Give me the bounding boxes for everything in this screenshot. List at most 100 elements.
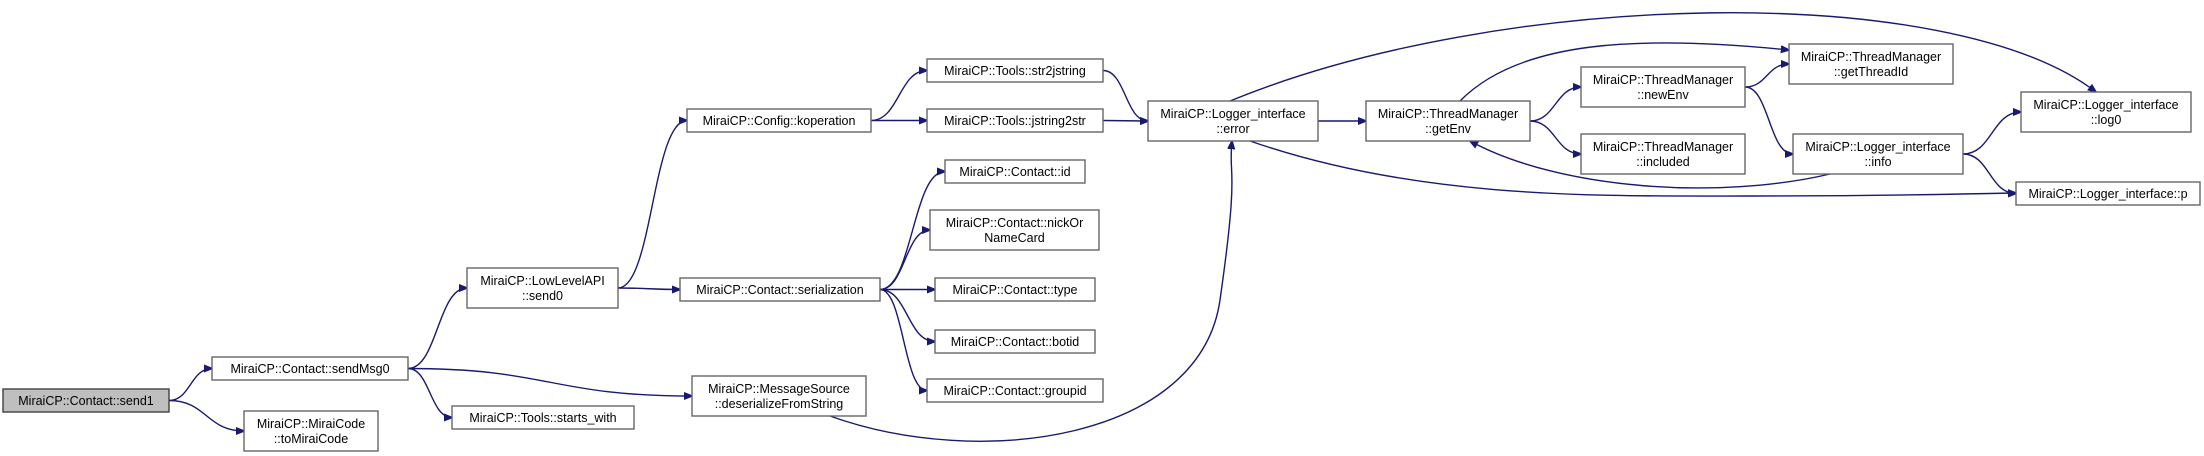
node-box-info: [1792, 133, 1964, 175]
node-label-botid-0: MiraiCP::Contact::botid: [951, 335, 1080, 349]
node-box-type: [934, 277, 1096, 302]
edge-error-to-p: [1249, 140, 2016, 196]
node-label-nickOrNameCard-0: MiraiCP::Contact::nickOr: [946, 216, 1084, 230]
node-botid[interactable]: MiraiCP::Contact::botid: [934, 329, 1096, 354]
edge-send1-to-toMiraiCode: [168, 399, 244, 432]
edge-koperation-to-str2jstring: [870, 71, 927, 122]
edge-getEnv-to-newEnv: [1529, 87, 1581, 122]
node-starts_with[interactable]: MiraiCP::Tools::starts_with: [451, 405, 635, 430]
node-label-send0-0: MiraiCP::LowLevelAPI: [480, 274, 604, 288]
edge-error-to-log0: [1229, 12, 2096, 102]
edge-serialization-to-botid: [879, 288, 935, 342]
node-box-send0: [466, 267, 619, 309]
node-newEnv[interactable]: MiraiCP::ThreadManager::newEnv: [1580, 66, 1746, 108]
node-p[interactable]: MiraiCP::Logger_interface::p: [2015, 181, 2201, 206]
node-label-included-1: ::included: [1636, 155, 1690, 169]
node-getThreadId[interactable]: MiraiCP::ThreadManager::getThreadId: [1788, 43, 1954, 85]
node-box-getThreadId: [1788, 43, 1954, 85]
node-label-type-0: MiraiCP::Contact::type: [952, 283, 1077, 297]
node-error[interactable]: MiraiCP::Logger_interface::error: [1147, 100, 1319, 142]
edge-getEnv-to-included: [1529, 120, 1581, 154]
node-label-newEnv-0: MiraiCP::ThreadManager: [1593, 73, 1733, 87]
node-label-info-1: ::info: [1864, 155, 1891, 169]
nodes-layer: MiraiCP::Contact::send1 MiraiCP::Contact:…: [2, 43, 2201, 452]
node-box-included: [1580, 133, 1746, 175]
node-label-send0-1: ::send0: [522, 289, 563, 303]
node-box-p: [2015, 181, 2201, 206]
edge-sendMsg0-to-starts_with: [407, 367, 452, 418]
node-getEnv[interactable]: MiraiCP::ThreadManager::getEnv: [1365, 100, 1531, 142]
node-koperation[interactable]: MiraiCP::Config::koperation: [686, 108, 872, 133]
node-str2jstring[interactable]: MiraiCP::Tools::str2jstring: [926, 58, 1104, 83]
node-box-botid: [934, 329, 1096, 354]
node-label-toMiraiCode-1: ::toMiraiCode: [274, 432, 348, 446]
edge-jstring2str-to-error: [1102, 121, 1148, 122]
node-log0[interactable]: MiraiCP::Logger_interface::log0: [2020, 91, 2192, 133]
node-box-groupid: [926, 378, 1104, 403]
node-label-str2jstring-0: MiraiCP::Tools::str2jstring: [944, 64, 1086, 78]
node-label-toMiraiCode-0: MiraiCP::MiraiCode: [257, 417, 365, 431]
node-box-sendMsg0: [211, 356, 409, 381]
node-label-nickOrNameCard-1: NameCard: [984, 231, 1044, 245]
node-label-getThreadId-0: MiraiCP::ThreadManager: [1801, 50, 1941, 64]
edges-layer: [168, 12, 2096, 442]
node-jstring2str[interactable]: MiraiCP::Tools::jstring2str: [926, 108, 1104, 133]
node-groupid[interactable]: MiraiCP::Contact::groupid: [926, 378, 1104, 403]
node-box-id: [944, 159, 1086, 184]
edge-serialization-to-nickOrNameCard: [879, 230, 930, 291]
edge-send1-to-sendMsg0: [168, 369, 212, 402]
node-label-deserialize-1: ::deserializeFromString: [715, 397, 844, 411]
node-label-error-0: MiraiCP::Logger_interface: [1160, 107, 1305, 121]
node-serialization[interactable]: MiraiCP::Contact::serialization: [679, 277, 881, 302]
node-label-id-0: MiraiCP::Contact::id: [959, 165, 1070, 179]
node-box-log0: [2020, 91, 2192, 133]
node-deserialize[interactable]: MiraiCP::MessageSource::deserializeFromS…: [691, 375, 867, 417]
node-label-newEnv-1: ::newEnv: [1637, 88, 1689, 102]
edge-newEnv-to-getThreadId: [1744, 64, 1789, 88]
node-label-getEnv-0: MiraiCP::ThreadManager: [1378, 107, 1518, 121]
node-id[interactable]: MiraiCP::Contact::id: [944, 159, 1086, 184]
node-label-info-0: MiraiCP::Logger_interface: [1805, 140, 1950, 154]
edge-info-to-p: [1962, 153, 2016, 194]
node-type[interactable]: MiraiCP::Contact::type: [934, 277, 1096, 302]
node-label-groupid-0: MiraiCP::Contact::groupid: [943, 384, 1086, 398]
edge-info-to-log0: [1962, 112, 2021, 155]
edge-send0-to-serialization: [617, 288, 680, 290]
edge-serialization-to-groupid: [879, 288, 927, 391]
node-box-getEnv: [1365, 100, 1531, 142]
node-box-newEnv: [1580, 66, 1746, 108]
node-label-koperation-0: MiraiCP::Config::koperation: [703, 114, 856, 128]
node-label-getThreadId-1: ::getThreadId: [1834, 65, 1908, 79]
node-label-log0-1: ::log0: [2091, 113, 2122, 127]
node-label-starts_with-0: MiraiCP::Tools::starts_with: [469, 411, 616, 425]
edge-sendMsg0-to-deserialize: [407, 367, 692, 397]
node-box-koperation: [686, 108, 872, 133]
node-label-send1-0: MiraiCP::Contact::send1: [18, 394, 154, 408]
node-box-starts_with: [451, 405, 635, 430]
node-info[interactable]: MiraiCP::Logger_interface::info: [1792, 133, 1964, 175]
edge-str2jstring-to-error: [1102, 69, 1148, 122]
node-sendMsg0[interactable]: MiraiCP::Contact::sendMsg0: [211, 356, 409, 381]
edge-send0-to-koperation: [617, 121, 687, 289]
node-label-jstring2str-0: MiraiCP::Tools::jstring2str: [944, 114, 1086, 128]
node-label-serialization-0: MiraiCP::Contact::serialization: [696, 283, 863, 297]
node-toMiraiCode[interactable]: MiraiCP::MiraiCode::toMiraiCode: [243, 410, 379, 452]
node-included[interactable]: MiraiCP::ThreadManager::included: [1580, 133, 1746, 175]
node-label-getEnv-1: ::getEnv: [1425, 122, 1472, 136]
node-label-included-0: MiraiCP::ThreadManager: [1593, 140, 1733, 154]
node-box-toMiraiCode: [243, 410, 379, 452]
node-send0[interactable]: MiraiCP::LowLevelAPI::send0: [466, 267, 619, 309]
node-label-p-0: MiraiCP::Logger_interface::p: [2028, 187, 2187, 201]
edge-deserialize-to-error: [829, 141, 1232, 442]
node-send1[interactable]: MiraiCP::Contact::send1: [2, 388, 170, 413]
node-box-error: [1147, 100, 1319, 142]
node-box-send1: [2, 388, 170, 413]
node-box-serialization: [679, 277, 881, 302]
node-label-log0-0: MiraiCP::Logger_interface: [2033, 98, 2178, 112]
edge-newEnv-to-info: [1744, 86, 1793, 154]
node-box-nickOrNameCard: [929, 209, 1100, 251]
edge-getEnv-to-getThreadId: [1459, 42, 1789, 102]
node-label-error-1: ::error: [1216, 122, 1249, 136]
